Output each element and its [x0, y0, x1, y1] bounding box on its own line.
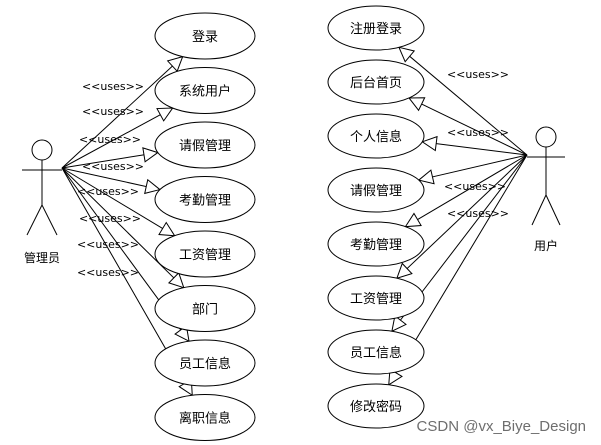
- user-association-lines: [388, 46, 528, 386]
- stick-figure-icon: [22, 139, 62, 236]
- user-use-case: 员工信息: [327, 329, 425, 375]
- association-line: [417, 154, 528, 185]
- admin-actor-label: 管理员: [24, 250, 60, 265]
- association-line: [61, 167, 185, 289]
- open-arrowhead-icon: [398, 46, 416, 63]
- use-case-ellipse: [327, 5, 425, 51]
- use-case-ellipse: [154, 339, 256, 387]
- admin-uses-labels: <<uses>> <<uses>> <<uses>> <<uses>> <<uses>>…: [77, 80, 144, 279]
- user-use-case: 修改密码: [327, 383, 425, 429]
- use-case-ellipse: [327, 167, 425, 213]
- use-case-label: 工资管理: [350, 292, 402, 307]
- use-case-ellipse: [154, 12, 256, 60]
- use-case-label: 部门: [192, 303, 218, 318]
- admin-use-case: 部门: [154, 285, 256, 332]
- association-line: [398, 46, 528, 156]
- use-case-label: 员工信息: [179, 356, 231, 372]
- use-case-label: 考勤管理: [179, 194, 231, 209]
- association-line: [404, 154, 528, 228]
- association-line: [61, 167, 176, 237]
- use-case-ellipse: [154, 285, 256, 332]
- use-case-ellipse: [154, 230, 256, 278]
- use-case-ellipse: [327, 329, 425, 375]
- association-line: [396, 154, 528, 279]
- user-uses-labels: <<uses>> <<uses>> <<uses>> <<uses>>: [444, 68, 509, 220]
- uses-label: <<uses>>: [444, 180, 506, 193]
- use-case-ellipse: [327, 59, 425, 105]
- association-line: [61, 167, 161, 195]
- open-arrowhead-icon: [156, 107, 174, 122]
- open-arrowhead-icon: [166, 55, 184, 73]
- use-case-label: 修改密码: [350, 399, 402, 415]
- user-actor-label: 用户: [534, 238, 558, 253]
- uses-label: <<uses>>: [447, 126, 509, 139]
- use-case-ellipse: [327, 221, 425, 267]
- use-case-label: 工资管理: [179, 248, 231, 263]
- user-use-case: 工资管理: [327, 275, 425, 321]
- uses-label: <<uses>>: [77, 238, 139, 251]
- admin-use-case: 离职信息: [154, 394, 256, 441]
- user-use-case: 后台首页: [327, 59, 425, 105]
- use-case-label: 登录: [192, 30, 218, 45]
- use-case-ellipse: [154, 394, 256, 441]
- association-line: [61, 55, 184, 169]
- admin-actor: 管理员: [22, 139, 62, 265]
- use-case-ellipse: [327, 383, 425, 429]
- use-case-label: 员工信息: [350, 345, 402, 361]
- use-case-label: 系统用户: [179, 84, 231, 100]
- admin-use-case: 员工信息: [154, 339, 256, 387]
- uses-label: <<uses>>: [82, 105, 144, 118]
- open-arrowhead-icon: [391, 314, 407, 333]
- open-arrowhead-icon: [417, 169, 435, 185]
- admin-use-case: 工资管理: [154, 230, 256, 278]
- user-actor: 用户: [527, 126, 565, 253]
- open-arrowhead-icon: [421, 135, 438, 152]
- user-use-case: 个人信息: [327, 113, 425, 159]
- use-case-label: 考勤管理: [350, 238, 402, 253]
- admin-use-case: 请假管理: [154, 121, 256, 169]
- association-line: [408, 97, 528, 156]
- admin-use-case: 考勤管理: [154, 176, 256, 223]
- open-arrowhead-icon: [396, 262, 413, 279]
- admin-use-case: 登录: [154, 12, 256, 60]
- use-case-label: 离职信息: [179, 411, 231, 427]
- association-line: [421, 135, 528, 156]
- user-use-case: 注册登录: [327, 5, 425, 51]
- uses-label: <<uses>>: [82, 80, 144, 93]
- uses-label: <<uses>>: [447, 68, 509, 81]
- association-line: [61, 107, 174, 169]
- use-case-ellipse: [154, 121, 256, 169]
- use-case-label: 请假管理: [350, 184, 402, 199]
- user-use-case: 考勤管理: [327, 221, 425, 267]
- use-case-ellipse: [327, 275, 425, 321]
- open-arrowhead-icon: [142, 147, 159, 163]
- use-case-ellipse: [154, 67, 256, 114]
- use-case-ellipse: [154, 176, 256, 223]
- use-case-label: 注册登录: [350, 22, 402, 37]
- use-case-ellipse: [327, 113, 425, 159]
- use-case-label: 个人信息: [350, 129, 402, 145]
- uses-label: <<uses>>: [79, 212, 141, 225]
- open-arrowhead-icon: [144, 178, 161, 195]
- use-case-label: 请假管理: [179, 139, 231, 154]
- uses-label: <<uses>>: [79, 133, 141, 146]
- uses-label: <<uses>>: [82, 160, 144, 173]
- uses-label: <<uses>>: [77, 266, 139, 279]
- user-use-case: 请假管理: [327, 167, 425, 213]
- uses-label: <<uses>>: [447, 207, 509, 220]
- watermark: CSDN @vx_Biye_Design: [417, 418, 586, 435]
- open-arrowhead-icon: [158, 221, 176, 237]
- admin-use-case: 系统用户: [154, 67, 256, 114]
- open-arrowhead-icon: [167, 271, 185, 289]
- association-line: [61, 147, 159, 169]
- uses-label: <<uses>>: [77, 185, 139, 198]
- open-arrowhead-icon: [404, 212, 422, 228]
- use-case-label: 后台首页: [350, 76, 402, 91]
- open-arrowhead-icon: [408, 97, 426, 112]
- stick-figure-icon: [527, 126, 565, 226]
